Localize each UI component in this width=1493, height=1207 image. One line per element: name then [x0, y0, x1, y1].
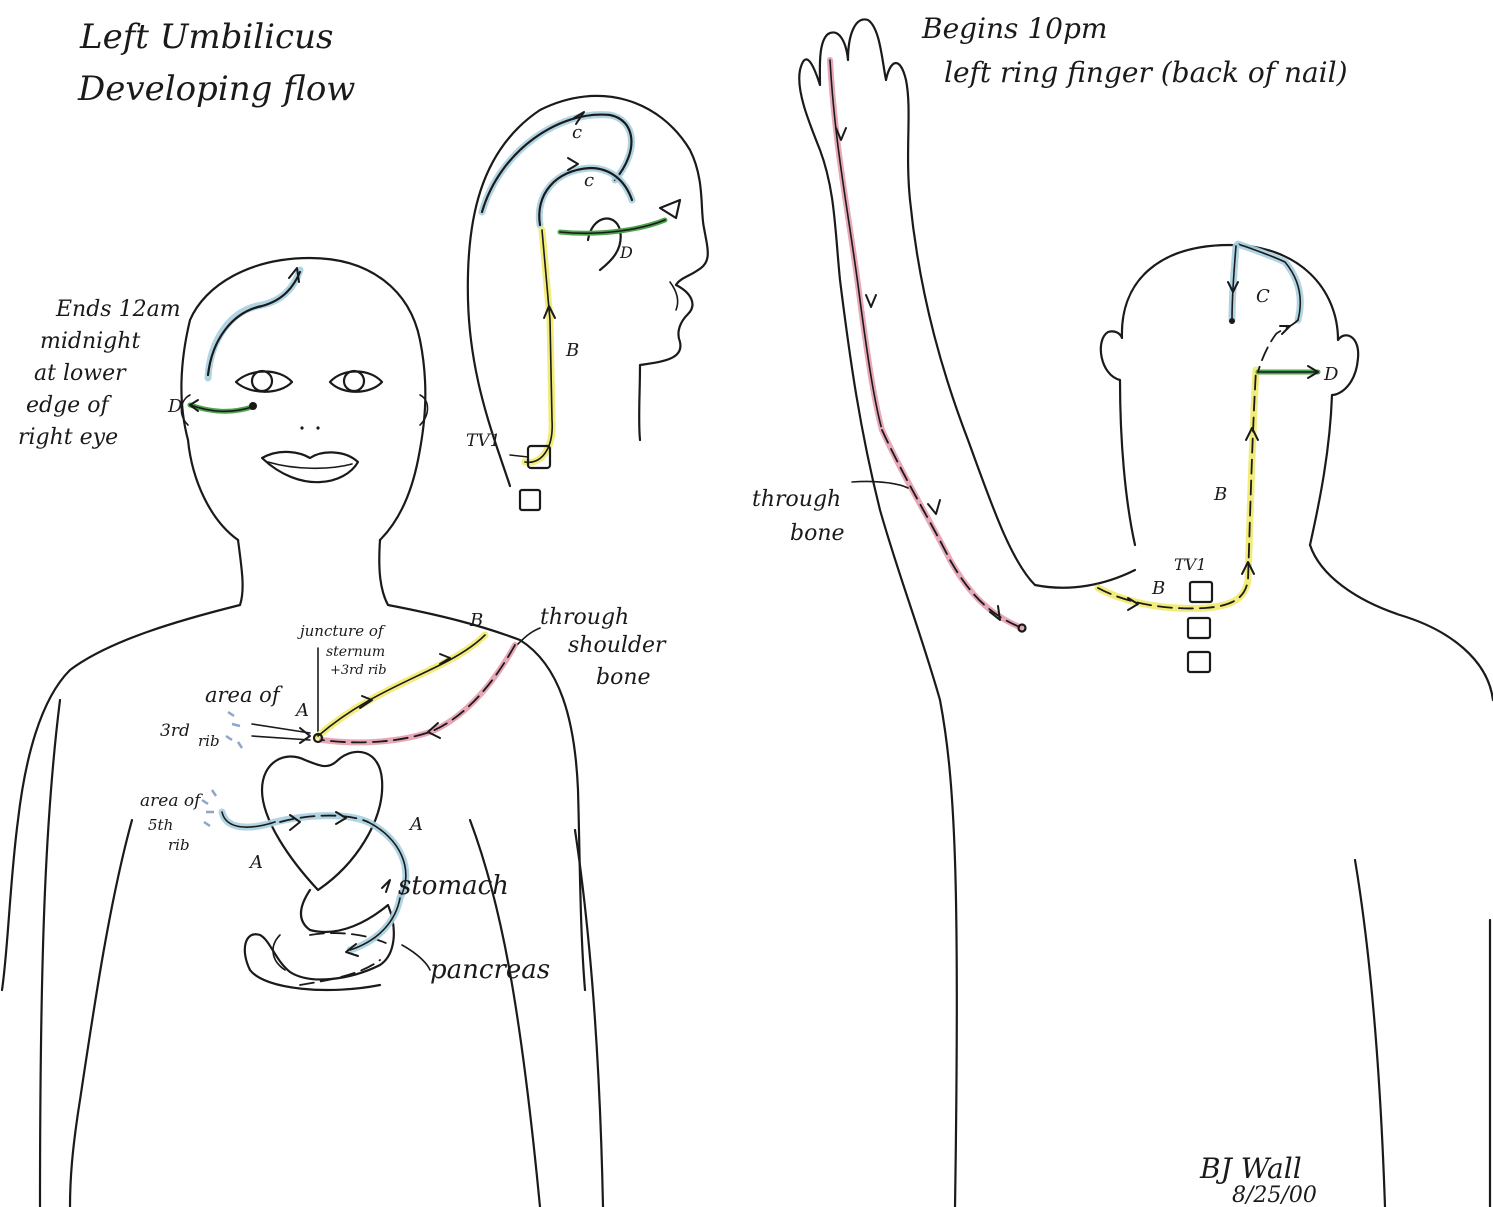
area3-line1: area of: [205, 683, 283, 707]
front-figure: D Ends 12am midnight at lower edge of ri…: [2, 258, 667, 1207]
label-a-stomach: A: [408, 814, 423, 835]
label-d-front: D: [167, 396, 183, 417]
label-c-profile1: c: [572, 122, 582, 143]
label-c-profile2: c: [584, 170, 594, 191]
ends-line4: edge of: [26, 393, 112, 418]
signature-date: 8/25/00: [1232, 1183, 1317, 1207]
label-a-top: A: [294, 700, 309, 721]
shoulder-line2: shoulder: [568, 633, 667, 658]
label-c-back: C: [1256, 286, 1270, 307]
label-d-profile: D: [619, 243, 633, 262]
ends-line5: right eye: [18, 425, 118, 450]
ends-line1: Ends 12am: [55, 297, 181, 322]
begins-line2: left ring finger (back of nail): [944, 56, 1348, 89]
through-bone-line1: through: [752, 487, 841, 512]
pancreas-label: pancreas: [430, 955, 550, 985]
label-b-profile: B: [565, 340, 579, 361]
ends-line3: at lower: [34, 361, 127, 386]
label-b-front: B: [469, 610, 483, 631]
back-figure: through bone B B TV1 D C: [752, 19, 1493, 1207]
shoulder-line1: through: [540, 605, 629, 630]
label-tv1-back: TV1: [1174, 555, 1206, 574]
area5-line2: 5th: [148, 816, 173, 834]
profile-head: c c D B TV1: [466, 96, 708, 510]
label-b-back2: B: [1213, 484, 1227, 505]
ends-line2: midnight: [40, 329, 140, 354]
shoulder-line3: bone: [596, 665, 651, 690]
stomach-label: stomach: [398, 871, 509, 901]
area3-line2: 3rd: [160, 721, 190, 741]
juncture-line3: +3rd rib: [330, 663, 387, 678]
juncture-line1: juncture of: [297, 622, 386, 640]
label-tv1-profile: TV1: [466, 431, 500, 451]
area5-line1: area of: [140, 791, 203, 811]
label-a-heart: A: [248, 852, 263, 873]
title-line2: Developing flow: [77, 69, 355, 109]
through-bone-line2: bone: [790, 521, 845, 546]
label-d-back: D: [1323, 364, 1339, 385]
area3-line3: rib: [198, 732, 220, 750]
title-line1: Left Umbilicus: [79, 17, 333, 57]
juncture-line2: sternum: [326, 644, 385, 660]
begins-line1: Begins 10pm: [921, 12, 1107, 45]
signature: BJ Wall: [1199, 1152, 1302, 1185]
label-b-back1: B: [1151, 578, 1165, 599]
area5-line3: rib: [168, 836, 190, 854]
